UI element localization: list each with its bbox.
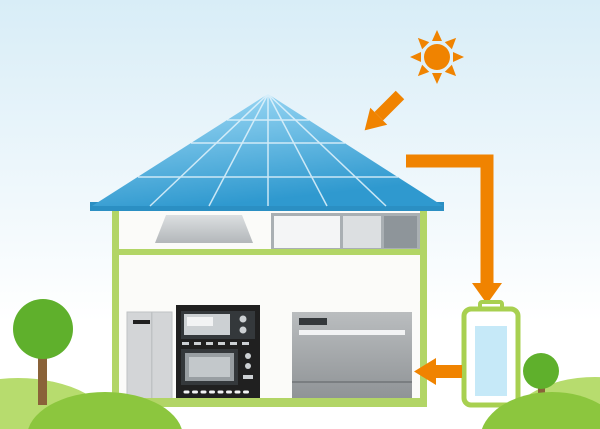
window-pane-left	[274, 216, 340, 248]
sun-icon	[410, 30, 464, 84]
microwave-button	[245, 363, 251, 369]
tree-right-canopy	[523, 353, 559, 389]
bush-right-dark	[481, 392, 600, 429]
oven-button	[194, 342, 201, 345]
sunlight-arrow-shaft	[374, 90, 405, 121]
dishwasher	[292, 312, 412, 399]
sun-ray	[444, 37, 457, 50]
dishwasher-body	[292, 312, 412, 399]
dishwasher-seam	[292, 381, 412, 383]
oven-knob	[239, 315, 247, 323]
refrigerator	[126, 311, 173, 400]
oven-button	[230, 342, 237, 345]
house-frame-left	[112, 207, 119, 407]
roof-grid-line	[208, 93, 269, 207]
roof-to-battery-arrow-icon	[406, 154, 502, 304]
window-pane-dark	[384, 216, 417, 248]
sunlight-arrow-head	[364, 107, 388, 131]
solar-panel-grid	[138, 93, 398, 207]
oven-button	[182, 342, 189, 345]
sunlight-arrow-icon	[364, 90, 405, 131]
oven-button	[242, 342, 249, 345]
vent-hood	[155, 215, 253, 243]
tree-left-trunk	[38, 352, 47, 405]
storage-battery	[461, 300, 521, 408]
oven-unit	[176, 305, 260, 399]
oven-knob	[239, 326, 247, 334]
battery-to-house-arrow-icon	[414, 358, 462, 385]
house-frame-bottom	[112, 398, 427, 407]
roof-grid-line	[267, 93, 387, 207]
window-pane-middle	[343, 216, 381, 248]
sun-core	[424, 44, 450, 70]
dishwasher-handle	[299, 330, 405, 335]
battery-to-house-arrow-head	[414, 358, 436, 385]
oven-button	[218, 342, 225, 345]
sun-ray	[444, 64, 457, 77]
sun-ray	[417, 37, 430, 50]
microwave-window-inner	[189, 357, 230, 377]
oven-display-readout	[187, 317, 213, 326]
oven-button	[206, 342, 213, 345]
refrigerator-door-seam	[151, 312, 153, 399]
roof-eave	[90, 202, 444, 211]
house-frame	[112, 207, 427, 407]
sun-ray	[432, 73, 442, 84]
tree-left-canopy	[13, 299, 73, 359]
floor-divider	[119, 249, 420, 255]
sun-ray	[432, 30, 442, 41]
battery-charge-level	[475, 326, 507, 396]
tree-left	[13, 299, 73, 405]
roof-grid-line	[267, 93, 328, 207]
sun-ray	[417, 64, 430, 77]
refrigerator-body	[126, 311, 173, 400]
house-frame-right	[420, 207, 427, 407]
dishwasher-control-panel	[299, 318, 327, 325]
roof-to-battery-arrow-head	[472, 283, 502, 304]
bush-left-dark	[28, 392, 182, 429]
microwave-button	[245, 353, 251, 359]
sun-ray	[410, 52, 421, 62]
battery-to-house-arrow-shaft	[436, 365, 462, 378]
sun-ray	[453, 52, 464, 62]
microwave-handle	[243, 375, 253, 379]
roof-to-battery-arrow-shaft	[406, 154, 494, 286]
roof-grid-line	[149, 93, 269, 207]
refrigerator-handle	[133, 320, 150, 324]
